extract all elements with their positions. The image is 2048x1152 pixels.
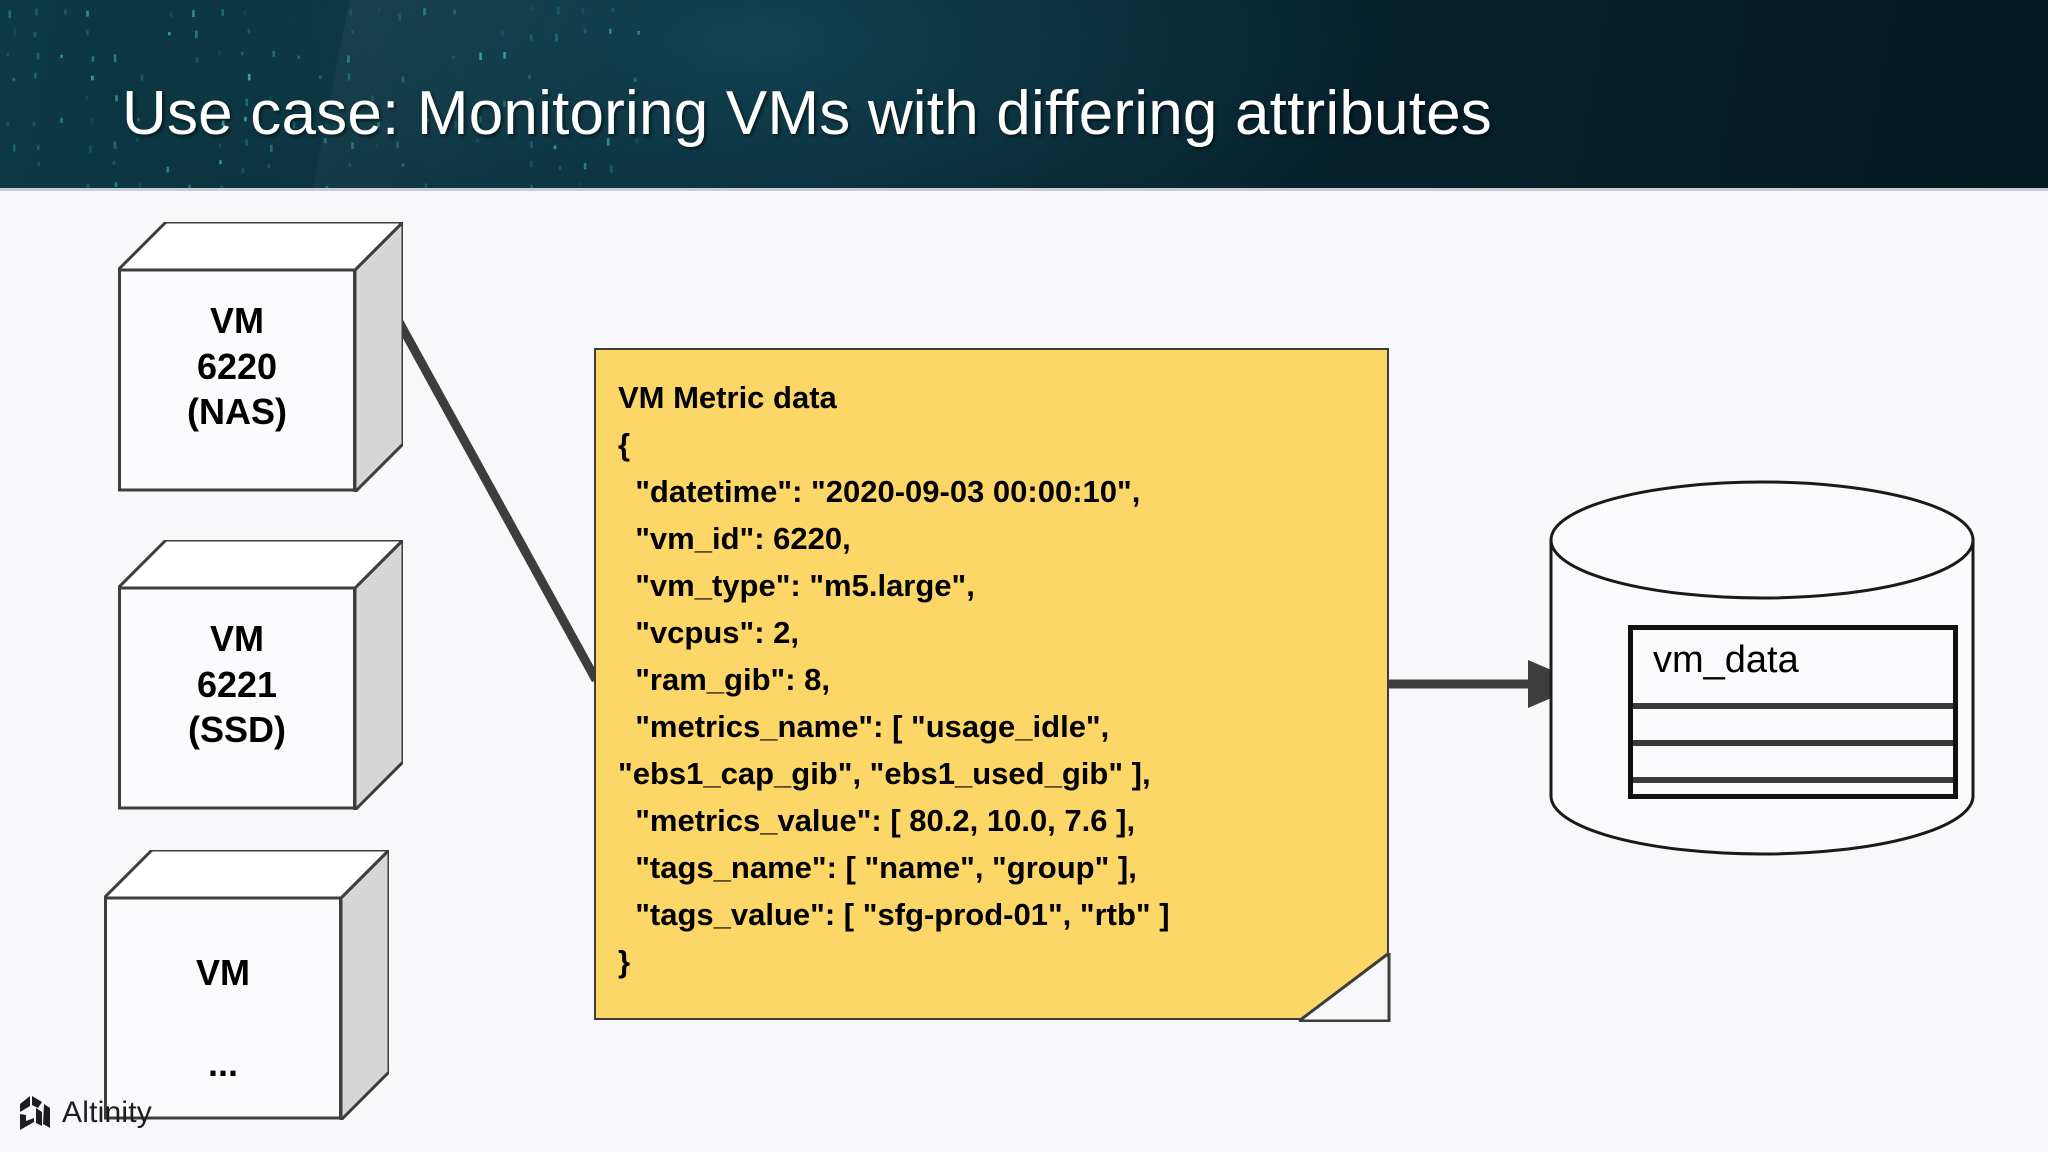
altinity-logo: Altinity <box>18 1094 152 1132</box>
table-row <box>1633 740 1953 746</box>
altinity-logo-text: Altinity <box>62 1096 152 1129</box>
header-gradient <box>0 0 2048 190</box>
header-divider <box>0 188 2048 191</box>
vm-metric-data-note[interactable]: VM Metric data { "datetime": "2020-09-03… <box>594 348 1391 1022</box>
page-title: Use case: Monitoring VMs with differing … <box>122 79 1493 148</box>
vm-data-table-label: vm_data <box>1653 639 1799 681</box>
vm-data-table: vm_data <box>1628 625 1958 799</box>
altinity-cube-icon <box>20 1096 50 1130</box>
table-row <box>1633 703 1953 709</box>
database-cylinder[interactable]: vm_data <box>1548 478 1976 858</box>
slide-header: Use case: Monitoring VMs with differing … <box>0 0 2048 190</box>
table-row <box>1633 777 1953 783</box>
header-dot-pattern <box>6 6 640 190</box>
note-content: VM Metric data { "datetime": "2020-09-03… <box>618 374 1381 985</box>
vm-box-more[interactable]: VM... <box>104 850 389 1120</box>
note-json-body: { "datetime": "2020-09-03 00:00:10", "vm… <box>618 427 1170 979</box>
note-background <box>594 348 1389 1020</box>
note-title: VM Metric data <box>618 380 837 415</box>
